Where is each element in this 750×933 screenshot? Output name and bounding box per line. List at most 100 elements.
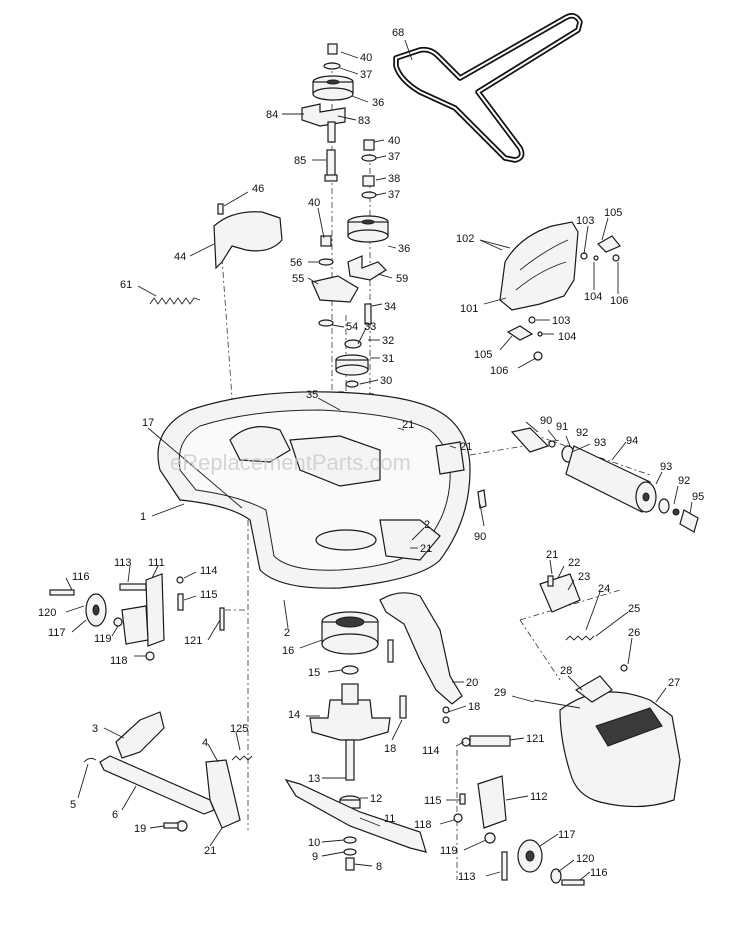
callout-111: 111: [148, 557, 165, 569]
callout-21: 21: [204, 845, 216, 857]
callout-104: 104: [558, 331, 576, 343]
callout-18: 18: [384, 743, 396, 755]
callout-84: 84: [266, 109, 278, 121]
gauge-wheel-left: [49, 573, 225, 661]
callout-32: 32: [382, 335, 394, 347]
callout-34: 34: [384, 301, 396, 313]
callout-17: 17: [142, 417, 154, 429]
callout-28: 28: [560, 665, 572, 677]
callout-35: 35: [306, 389, 318, 401]
callout-5: 5: [70, 799, 76, 811]
callout-125: 125: [230, 723, 248, 735]
callout-103: 103: [576, 215, 594, 227]
callout-6: 6: [112, 809, 118, 821]
callout-44: 44: [174, 251, 186, 263]
callout-labels: 68 40 37 36 84 83 40 37 85 38 37 46 44 4…: [38, 27, 704, 883]
callout-10: 10: [308, 837, 320, 849]
callout-46: 46: [252, 183, 264, 195]
callout-21: 21: [546, 549, 558, 561]
callout-37: 37: [388, 151, 400, 163]
callout-40: 40: [360, 52, 372, 64]
callout-93: 93: [660, 461, 672, 473]
callout-119: 119: [440, 845, 458, 857]
callout-102: 102: [456, 233, 474, 245]
belt-68: [393, 13, 583, 163]
callout-40: 40: [388, 135, 400, 147]
callout-22: 22: [568, 557, 580, 569]
callout-27: 27: [668, 677, 680, 689]
gauge-wheel-right: [453, 735, 585, 886]
callout-121: 121: [184, 635, 202, 647]
watermark: eReplacementParts.com: [170, 450, 411, 475]
belt-guard-20: [379, 592, 463, 724]
callout-117: 117: [558, 829, 576, 841]
callout-120: 120: [576, 853, 594, 865]
belt-guard-44: [213, 203, 283, 270]
callout-11: 11: [384, 813, 395, 825]
callout-103: 103: [552, 315, 570, 327]
callout-30: 30: [380, 375, 392, 387]
callout-21: 21: [420, 543, 432, 555]
callout-13: 13: [308, 773, 320, 785]
callout-112: 112: [530, 791, 548, 803]
callout-113: 113: [458, 871, 476, 883]
callout-117: 117: [48, 627, 66, 639]
callout-9: 9: [312, 851, 318, 863]
callout-90: 90: [474, 531, 486, 543]
callout-106: 106: [610, 295, 628, 307]
callout-113: 113: [114, 557, 132, 569]
callout-118: 118: [414, 819, 432, 831]
callout-114: 114: [422, 745, 440, 757]
callout-37: 37: [360, 69, 372, 81]
callout-37: 37: [388, 189, 400, 201]
callout-2: 2: [424, 519, 430, 531]
callout-83: 83: [358, 115, 370, 127]
deck-lift-link: [83, 711, 253, 832]
callout-68: 68: [392, 27, 404, 39]
callout-20: 20: [466, 677, 478, 689]
callout-1: 1: [140, 511, 146, 523]
callout-56: 56: [290, 257, 302, 269]
callout-3: 3: [92, 723, 98, 735]
callout-120: 120: [38, 607, 56, 619]
callout-12: 12: [370, 793, 382, 805]
callout-18: 18: [468, 701, 480, 713]
mulch-cover-27: [533, 573, 681, 808]
callout-105: 105: [474, 349, 492, 361]
callout-121: 121: [526, 733, 544, 745]
callout-92: 92: [576, 427, 588, 439]
callout-101: 101: [460, 303, 478, 315]
callout-15: 15: [308, 667, 320, 679]
anti-scalp-roller: [477, 427, 699, 533]
callout-16: 16: [282, 645, 294, 657]
callout-40: 40: [308, 197, 320, 209]
callout-119: 119: [94, 633, 112, 645]
callout-91: 91: [556, 421, 568, 433]
spring-61: [149, 297, 201, 305]
callout-36: 36: [372, 97, 384, 109]
mower-deck-housing-1: [157, 391, 471, 589]
callout-31: 31: [382, 353, 394, 365]
callout-59: 59: [396, 273, 408, 285]
callout-104: 104: [584, 291, 602, 303]
callout-114: 114: [200, 565, 218, 577]
callout-54: 54: [346, 321, 358, 333]
callout-29: 29: [494, 687, 506, 699]
idler-pulley-top: [301, 43, 354, 182]
callout-24: 24: [598, 583, 610, 595]
idler-pulley-middle: [347, 139, 389, 281]
callout-21: 21: [460, 441, 472, 453]
callout-19: 19: [134, 823, 146, 835]
callout-118: 118: [110, 655, 128, 667]
callout-90: 90: [540, 415, 552, 427]
callout-36: 36: [398, 243, 410, 255]
callout-14: 14: [288, 709, 300, 721]
callout-55: 55: [292, 273, 304, 285]
callout-25: 25: [628, 603, 640, 615]
callout-106: 106: [490, 365, 508, 377]
callout-115: 115: [200, 589, 218, 601]
callout-4: 4: [202, 737, 208, 749]
callout-8: 8: [376, 861, 382, 873]
callout-61: 61: [120, 279, 132, 291]
